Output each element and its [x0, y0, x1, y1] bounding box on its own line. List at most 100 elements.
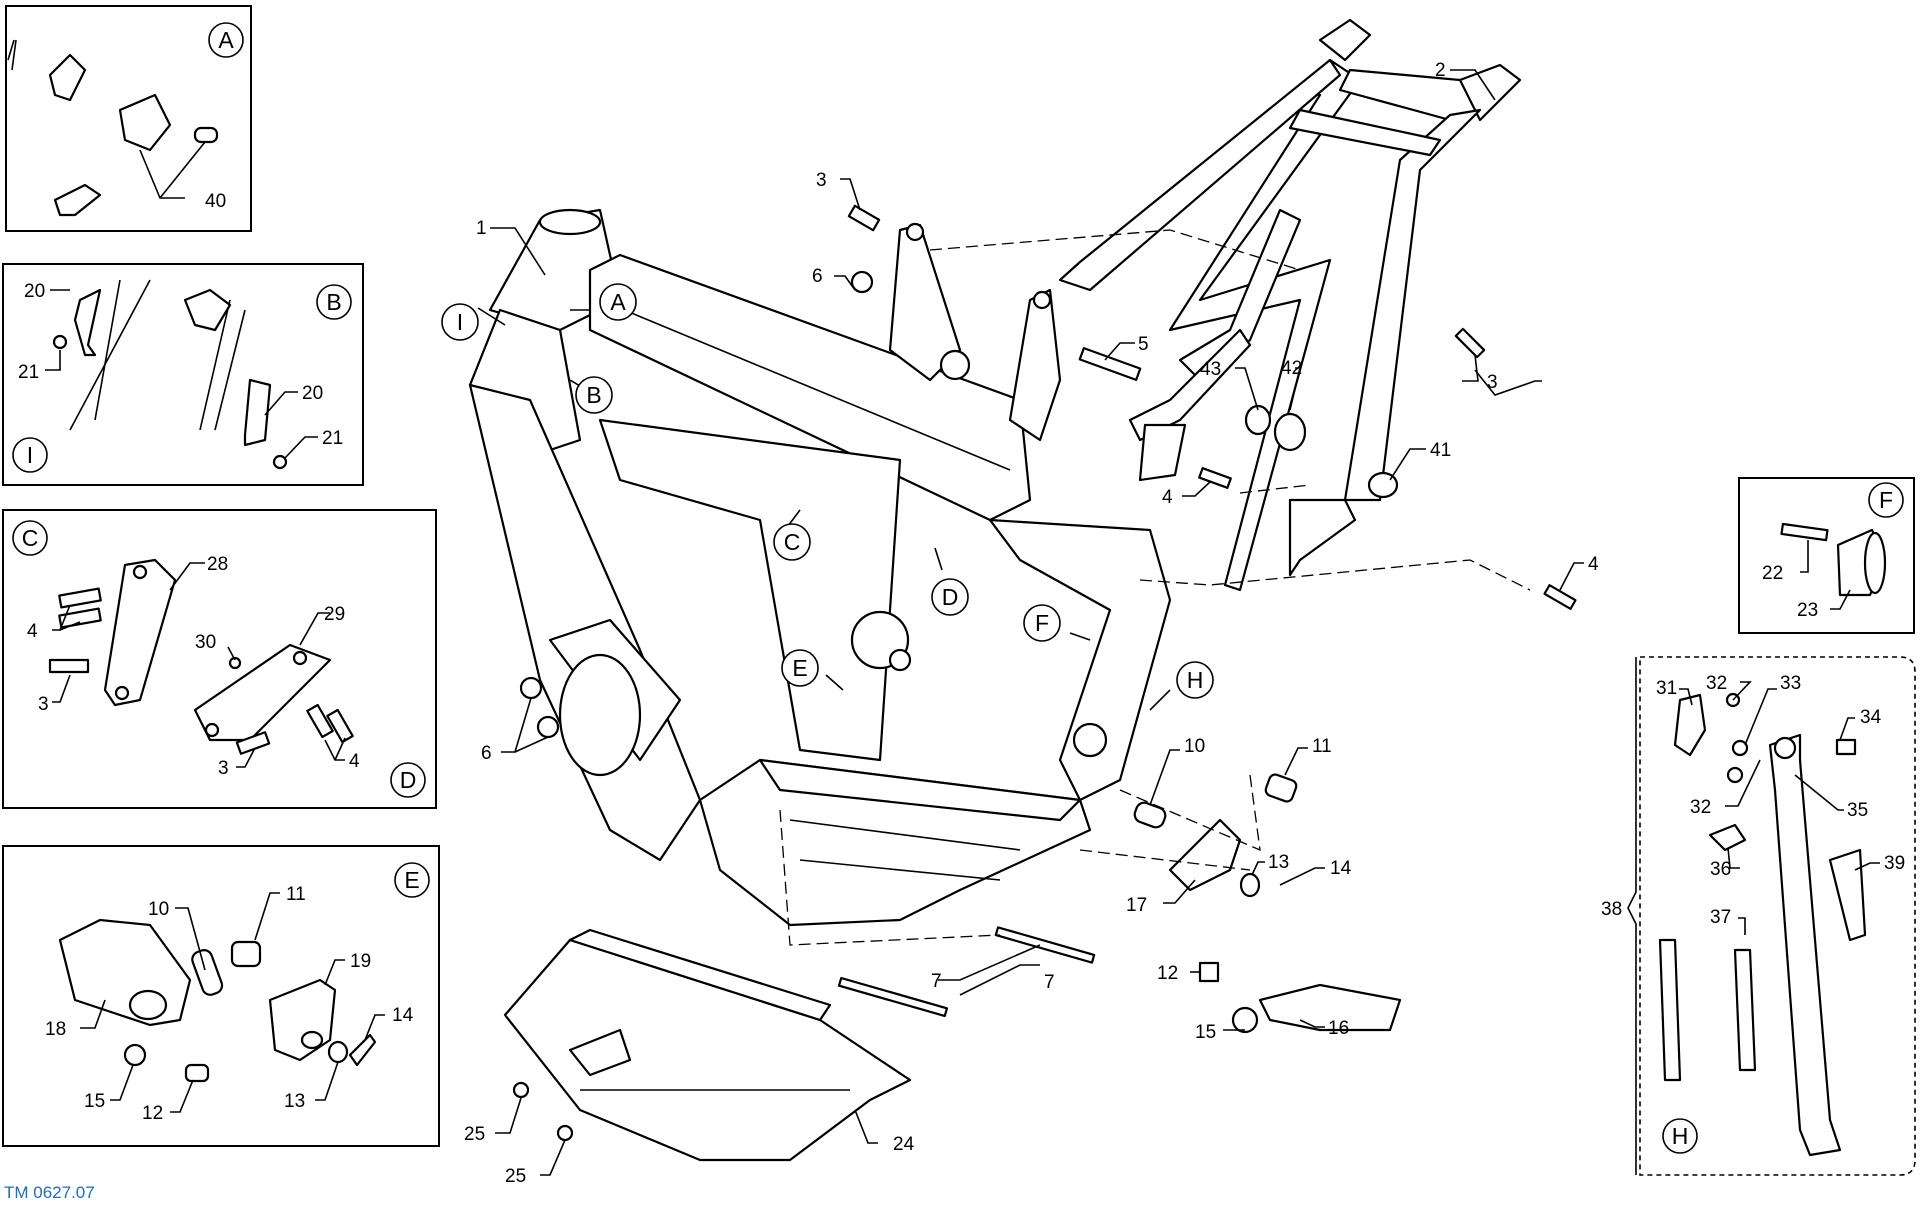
main-detail-callouts: I A B C D E F H	[441, 283, 1214, 699]
part-number-17: 17	[1126, 895, 1147, 916]
part-number-20-lower: 20	[302, 383, 323, 404]
callout-e	[781, 649, 819, 687]
part-number-3-inset-c: 3	[38, 694, 49, 715]
part-number-3-inset-d: 3	[218, 758, 229, 779]
callout-a-label: A	[610, 289, 626, 315]
inset-b-letter: B	[326, 289, 341, 315]
inset-d-letter: D	[400, 767, 417, 793]
inset-f-letter: F	[1879, 487, 1893, 513]
part-number-24: 24	[893, 1134, 915, 1155]
part-number-5: 5	[1138, 334, 1149, 355]
part-number-7-right: 7	[931, 971, 942, 992]
part-number-15-inset: 15	[84, 1091, 105, 1112]
part-number-4-inset-c: 4	[27, 621, 38, 642]
callout-a	[599, 283, 637, 321]
part-number-40: 40	[205, 191, 226, 212]
part-number-37: 37	[1710, 907, 1731, 928]
part-number-32-upper: 32	[1706, 673, 1727, 694]
inset-detail-c-d: 28 4 3 30 29 3 4 C D	[2, 509, 437, 809]
part-number-10-inset: 10	[148, 899, 169, 920]
inset-c-letter-circle	[12, 520, 48, 556]
part-number-13-inset: 13	[284, 1091, 305, 1112]
part-number-2: 2	[1435, 60, 1446, 81]
inset-a-letter: A	[218, 27, 234, 53]
inset-a-letter-circle	[208, 22, 244, 58]
inset-detail-e: 10 11 19 14 18 15 12 13 E	[2, 845, 440, 1147]
part-number-22: 22	[1762, 563, 1783, 584]
part-number-13-main: 13	[1268, 852, 1289, 873]
inset-i-letter-circle	[12, 437, 48, 473]
part-number-25-upper: 25	[464, 1124, 485, 1145]
callout-f-label: F	[1035, 610, 1049, 636]
part-number-31: 31	[1656, 678, 1677, 699]
callout-i-label: I	[457, 309, 463, 335]
callout-b-label: B	[586, 382, 601, 408]
inset-h-letter: H	[1672, 1123, 1689, 1149]
inset-b-letter-circle	[316, 284, 352, 320]
inset-c-letter: C	[22, 525, 39, 551]
part-number-3-right: 3	[1487, 372, 1498, 393]
part-number-32-lower: 32	[1690, 797, 1711, 818]
part-number-23: 23	[1797, 600, 1818, 621]
main-frame	[468, 208, 1172, 927]
figure-reference: TM 0627.07	[4, 1183, 95, 1202]
callout-d-label: D	[942, 584, 959, 610]
part-number-25-lower: 25	[505, 1166, 526, 1187]
part-number-43: 43	[1200, 359, 1221, 380]
inset-detail-f: 22 23 F	[1738, 477, 1915, 634]
callout-c	[773, 523, 811, 561]
callout-i	[441, 303, 479, 341]
part-number-15-main: 15	[1195, 1022, 1216, 1043]
part-number-35: 35	[1847, 800, 1868, 821]
part-number-6-top: 6	[812, 266, 823, 287]
part-number-7-left-label: 7	[1044, 972, 1055, 993]
part-number-34: 34	[1860, 707, 1882, 728]
skid-plate	[503, 928, 912, 1162]
part-number-39: 39	[1884, 853, 1905, 874]
inset-e-letter: E	[404, 867, 419, 893]
part-number-4-mid: 4	[1162, 487, 1173, 508]
callout-h-label: H	[1187, 667, 1204, 693]
part-number-14-inset: 14	[392, 1005, 414, 1026]
assembly-lines	[779, 229, 1531, 946]
part-number-4-right: 4	[1588, 554, 1599, 575]
callout-b	[575, 376, 613, 414]
part-number-21-lower: 21	[322, 428, 343, 449]
part-number-30: 30	[195, 632, 216, 653]
inset-f-letter-circle	[1868, 482, 1904, 518]
inset-e-letter-circle	[394, 862, 430, 898]
part-number-20-upper: 20	[24, 281, 45, 302]
inset-detail-a: A 40	[5, 5, 252, 232]
inset-detail-b: 20 21 20 21 B I	[2, 263, 364, 486]
part-number-12-main: 12	[1157, 963, 1178, 984]
part-number-42: 42	[1281, 358, 1302, 379]
part-number-4-inset-d: 4	[349, 751, 360, 772]
part-number-16: 16	[1328, 1018, 1349, 1039]
part-number-11-inset: 11	[286, 884, 306, 905]
inset-detail-h: 31 32 33 34 32 35 36 39 37 38 H	[1601, 656, 1916, 1176]
part-number-6-lower: 6	[481, 743, 492, 764]
part-number-1: 1	[476, 218, 487, 239]
part-number-19: 19	[350, 951, 371, 972]
part-number-28: 28	[207, 554, 228, 575]
part-number-29: 29	[324, 604, 345, 625]
part-number-41: 41	[1430, 440, 1451, 461]
side-stand	[1658, 733, 1842, 1157]
part-number-3-top: 3	[816, 170, 827, 191]
main-part-numbers: 1 2 3 6 5 3 42 43 41 4 4 6 10 11 13 14 1…	[464, 60, 1599, 1187]
part-number-33: 33	[1780, 673, 1801, 694]
part-number-14-main: 14	[1330, 858, 1352, 879]
part-number-21-upper: 21	[18, 362, 39, 383]
inset-d-letter-circle	[390, 762, 426, 798]
callout-h	[1176, 661, 1214, 699]
part-number-11-main: 11	[1312, 736, 1332, 757]
leader-lines	[477, 69, 1584, 1176]
part-number-12-inset: 12	[142, 1103, 163, 1124]
part-number-38: 38	[1601, 899, 1622, 920]
inset-h-letter-circle	[1662, 1118, 1698, 1154]
inset-i-letter: I	[27, 442, 33, 468]
part-number-18: 18	[45, 1019, 66, 1040]
callout-d	[931, 578, 969, 616]
callout-e-label: E	[792, 655, 807, 681]
